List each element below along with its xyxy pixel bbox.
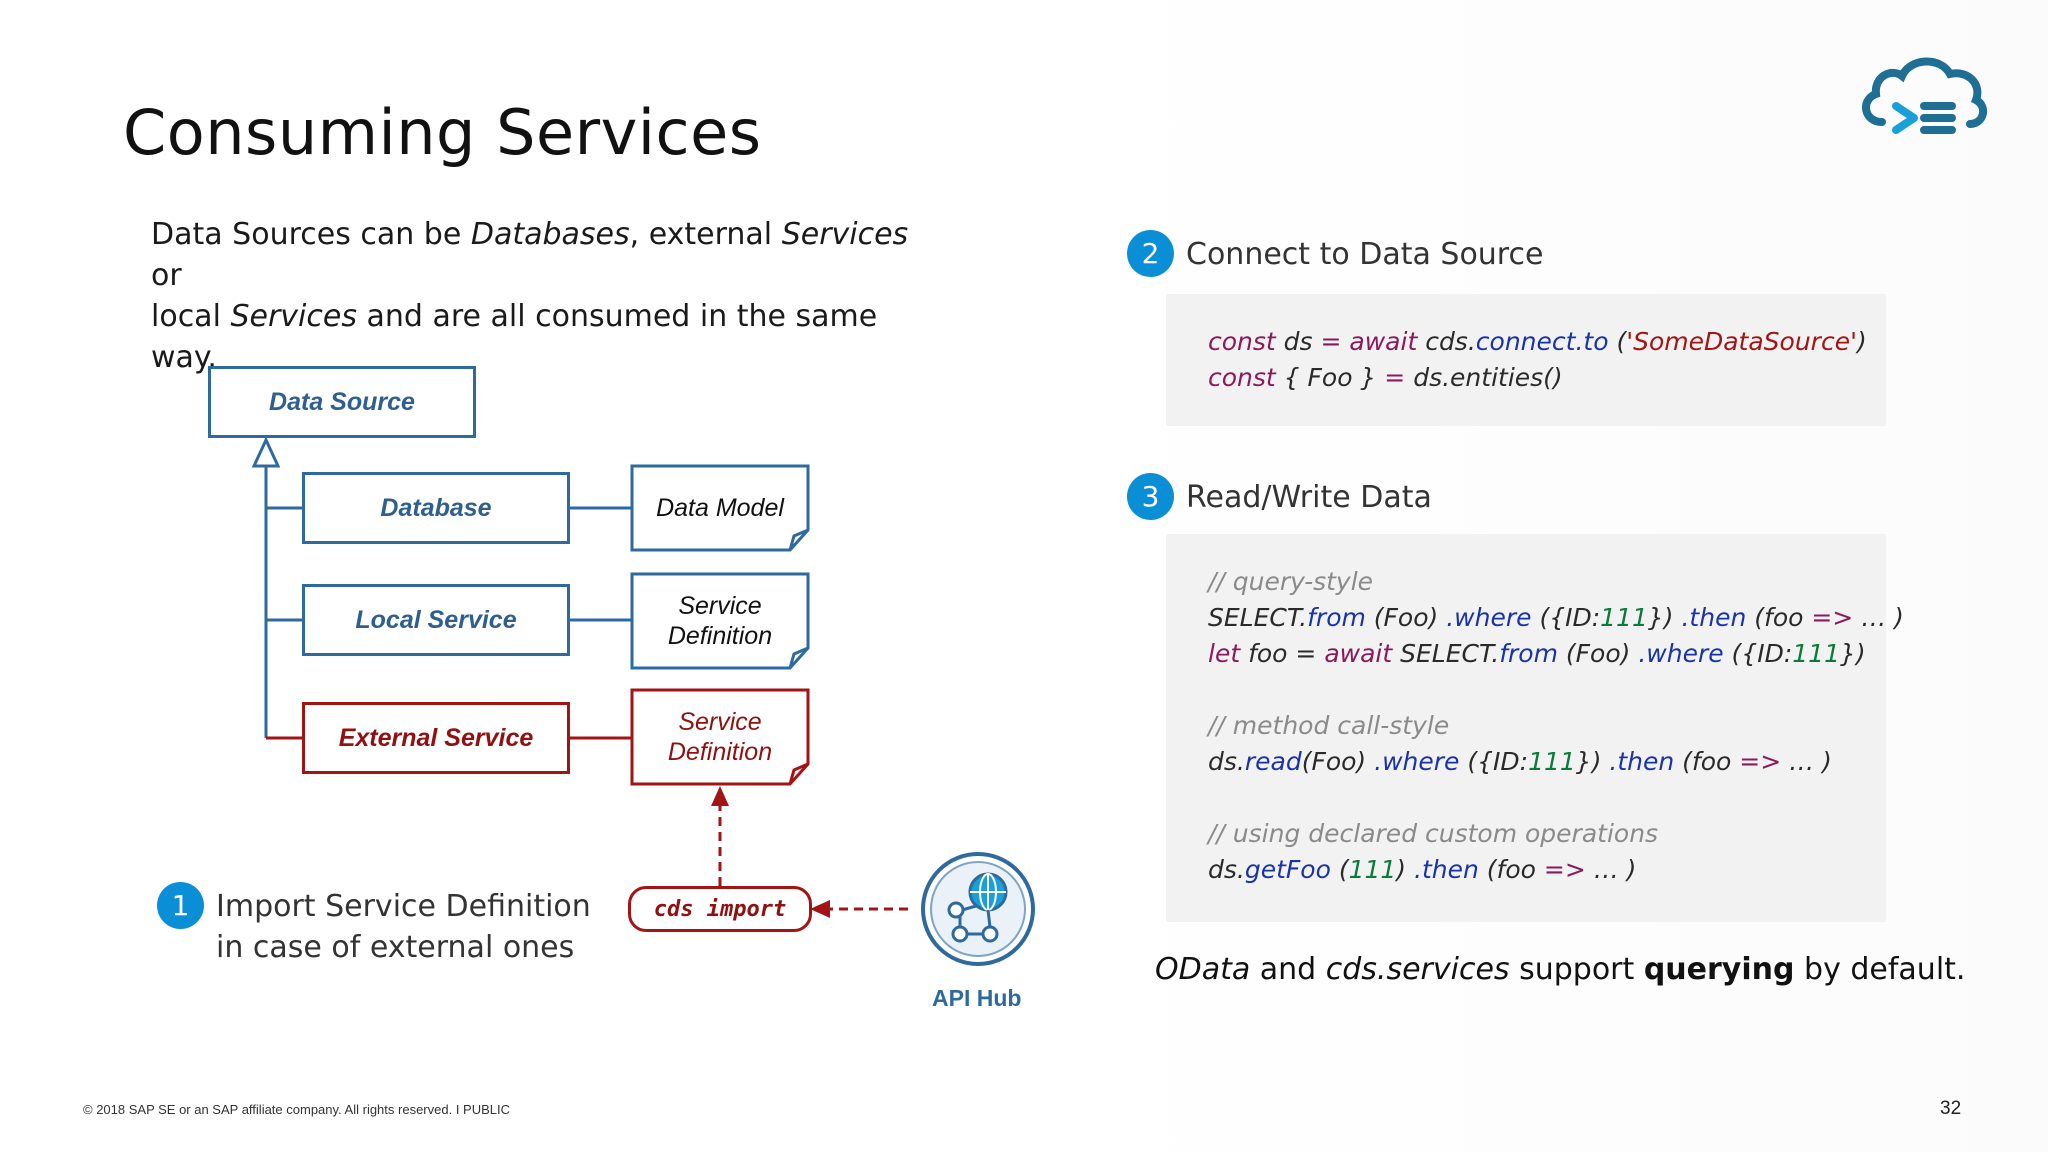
data-source-diagram: Data Source Database Local Service Exter… bbox=[190, 350, 1060, 1030]
inheritance-arrow-icon bbox=[251, 436, 281, 468]
code-spacer bbox=[1208, 672, 1886, 708]
code-line: SELECT.from (Foo) .where ({ID:111}) .the… bbox=[1208, 603, 1904, 632]
code-comment: // query-style bbox=[1208, 567, 1374, 596]
data-source-box: Data Source bbox=[208, 366, 476, 438]
intro-text: Data Sources can be Databases, external … bbox=[151, 217, 909, 375]
code-line: const ds = await cds.connect.to ('SomeDa… bbox=[1208, 327, 1867, 356]
database-box: Database bbox=[302, 472, 570, 544]
querying-note: OData and cds.services support querying … bbox=[1155, 952, 1966, 987]
step-3-badge: 3 bbox=[1127, 473, 1174, 520]
cds-import-command: cds import bbox=[628, 886, 812, 932]
step-1-line-1: Import Service Definition bbox=[216, 889, 591, 924]
code-comment: // using declared custom operations bbox=[1208, 819, 1659, 848]
step-1-label: Import Service Definition in case of ext… bbox=[216, 886, 591, 968]
step-2-label: Connect to Data Source bbox=[1186, 237, 1544, 272]
api-hub-label: API Hub bbox=[932, 985, 1022, 1011]
step-1-badge: 1 bbox=[157, 882, 204, 929]
code-line: const { Foo } = ds.entities() bbox=[1208, 363, 1563, 392]
external-service-definition-line-2: Definition bbox=[667, 738, 773, 766]
external-service-definition-doc: Service Definition bbox=[636, 694, 804, 780]
code-line: ds.read(Foo) .where ({ID:111}) .then (fo… bbox=[1208, 747, 1832, 776]
read-write-code-block: // query-style SELECT.from (Foo) .where … bbox=[1166, 534, 1904, 922]
import-arrow-left-icon bbox=[810, 900, 830, 918]
service-definition-line-1: Service bbox=[678, 592, 762, 620]
step-2-badge: 2 bbox=[1127, 230, 1174, 277]
local-service-box: Local Service bbox=[302, 584, 570, 656]
external-service-definition-line-1: Service bbox=[678, 708, 762, 736]
external-service-box: External Service bbox=[302, 702, 570, 774]
slide-title: Consuming Services bbox=[123, 96, 762, 169]
copyright-footer: © 2018 SAP SE or an SAP affiliate compan… bbox=[83, 1102, 511, 1117]
code-line: ds.getFoo (111) .then (foo => … ) bbox=[1208, 855, 1637, 884]
connect-code-block: const ds = await cds.connect.to ('SomeDa… bbox=[1166, 294, 1886, 426]
diagram-connectors bbox=[251, 436, 1035, 966]
code-comment: // method call-style bbox=[1208, 711, 1450, 740]
step-1-line-2: in case of external ones bbox=[216, 930, 575, 965]
service-definition-doc: Service Definition bbox=[636, 578, 804, 664]
code-spacer bbox=[1208, 780, 1886, 816]
cloud-terminal-logo-icon bbox=[1862, 57, 1988, 134]
import-arrow-up-icon bbox=[711, 786, 729, 806]
code-line: let foo = await SELECT.from (Foo) .where… bbox=[1208, 639, 1866, 668]
service-definition-line-2: Definition bbox=[667, 622, 773, 650]
page-number: 32 bbox=[1940, 1098, 1962, 1119]
data-model-doc: Data Model bbox=[656, 494, 784, 522]
step-3-label: Read/Write Data bbox=[1186, 480, 1432, 515]
api-hub-icon bbox=[921, 852, 1035, 966]
